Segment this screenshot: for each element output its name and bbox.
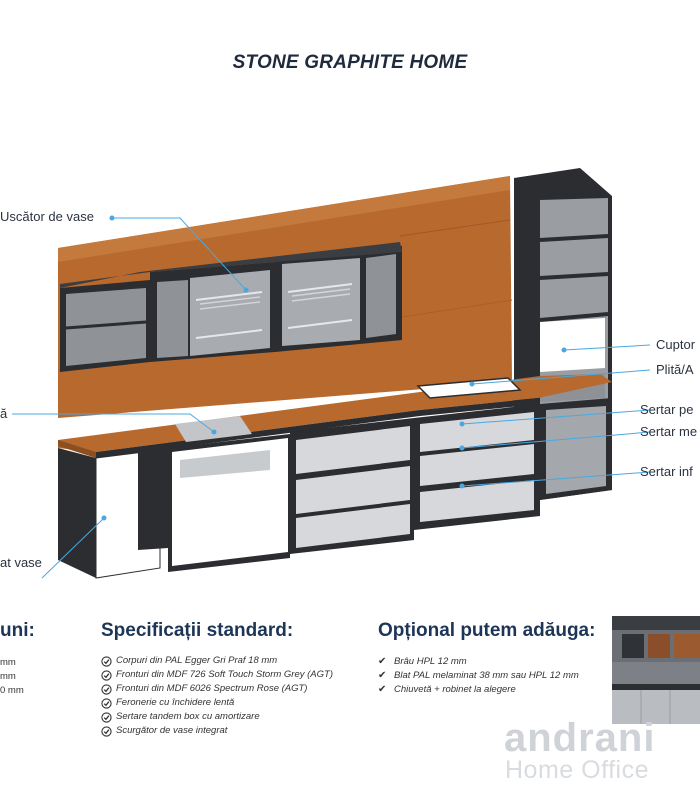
check-circle-icon xyxy=(101,697,112,709)
oven-niche xyxy=(540,318,605,372)
list-item: Scurgător de vase integrat xyxy=(101,724,333,738)
optional-list: ✔Brâu HPL 12 mm ✔Blat PAL melaminat 38 m… xyxy=(378,655,579,697)
list-item: Fronturi din MDF 726 Soft Touch Storm Gr… xyxy=(101,668,333,682)
specs-list: Corpuri din PAL Egger Gri Praf 18 mm Fro… xyxy=(101,654,333,738)
list-item: ✔Blat PAL melaminat 38 mm sau HPL 12 mm xyxy=(378,670,579,681)
check-circle-icon xyxy=(101,683,112,695)
callout-drawer-bottom: Sertar inf xyxy=(640,464,693,479)
list-item: 0 mm xyxy=(0,685,24,696)
kitchen-drawing xyxy=(12,168,651,579)
check-circle-icon xyxy=(101,669,112,681)
kitchen-photo xyxy=(612,616,700,724)
list-item: Corpuri din PAL Egger Gri Praf 18 mm xyxy=(101,654,333,668)
list-item: Fronturi din MDF 6026 Spectrum Rose (AGT… xyxy=(101,682,333,696)
sink xyxy=(175,416,252,442)
hob xyxy=(416,377,522,399)
callout-sink: ă xyxy=(0,406,8,421)
list-item: mm xyxy=(0,657,16,668)
checkmark-icon: ✔ xyxy=(378,656,387,667)
callout-dish-basket: at vase xyxy=(0,555,42,570)
check-circle-icon xyxy=(101,711,112,723)
check-circle-icon xyxy=(101,655,112,667)
list-item: ✔Chiuvetă + robinet la alegere xyxy=(378,684,516,695)
optional-heading: Opțional putem adăuga: xyxy=(378,620,596,641)
dimensions-list: mm mm 0 mm xyxy=(0,656,24,698)
base-cabinets xyxy=(58,398,612,579)
page-title: STONE GRAPHITE HOME xyxy=(232,52,468,73)
dimensions-heading: uni: xyxy=(0,620,35,641)
callout-dish-dryer: Uscător de vase xyxy=(0,209,94,224)
callout-drawer-top: Sertar pe xyxy=(640,402,694,417)
checkmark-icon: ✔ xyxy=(378,670,387,681)
wall-cabinets xyxy=(60,242,402,372)
list-item: mm xyxy=(0,671,16,682)
list-item: Sertare tandem box cu amortizare xyxy=(101,710,333,724)
brand-tagline: Home Office xyxy=(505,756,649,784)
specs-heading: Specificații standard: xyxy=(101,620,294,641)
list-item: ✔Brâu HPL 12 mm xyxy=(378,656,467,667)
list-item: Feronerie cu închidere lentă xyxy=(101,696,333,710)
callout-drawer-middle: Sertar me xyxy=(640,424,698,439)
brand-logo: andrani xyxy=(504,716,656,760)
checkmark-icon: ✔ xyxy=(378,684,387,695)
callout-oven: Cuptor xyxy=(656,337,696,352)
check-circle-icon xyxy=(101,725,112,737)
callout-hob: Plită/A xyxy=(656,362,694,377)
